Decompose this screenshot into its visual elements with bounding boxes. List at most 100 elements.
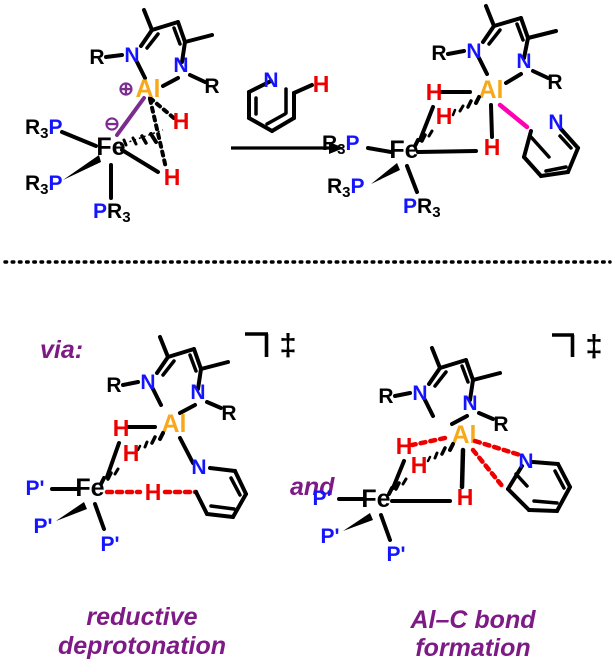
fe-h-bond-ts2-1	[391, 459, 406, 490]
aluminium-label-ts2: Al	[452, 421, 477, 449]
nacnac-n-right-ts2: N	[462, 392, 477, 415]
n-r-bond-right-ts1	[205, 400, 223, 410]
ts1-caption-line2: deprotonation	[58, 632, 226, 660]
reaction-arrow	[231, 142, 344, 154]
nacnac-r-right: R	[204, 75, 219, 98]
n-al-bond-right-ts1	[178, 403, 197, 415]
hydride-label-ts1-1: H	[113, 415, 130, 441]
al-n-partial-bond-ts2	[472, 438, 523, 458]
al-n-bond-ts1	[178, 436, 195, 465]
n-al-bond-left-ts2	[423, 398, 435, 418]
al-h-dotted-bond-1	[148, 96, 177, 121]
fe-p-wedge-ts2-2	[343, 513, 373, 531]
methyl-bond-left	[142, 8, 154, 32]
fe-h-hash-bond-product	[413, 129, 434, 148]
nacnac-ligand-product	[446, 4, 558, 85]
backbone-double-inner-p	[515, 22, 525, 42]
hydride-label-product-1: H	[426, 79, 443, 105]
phosphine-label-ts2-3: P'	[386, 543, 405, 566]
aluminium-label: Al	[136, 75, 161, 103]
nacnac-ligand-ts1	[121, 335, 230, 415]
nacnac-n-left-ts2: N	[412, 382, 427, 405]
nacnac-ligand-ts2	[393, 346, 502, 426]
transferring-hydride-ts1: H	[145, 479, 162, 505]
iron-negative-charge: ⊖	[104, 114, 120, 135]
nacnac-n-right-ts1: N	[190, 381, 205, 404]
phosphine-label-ts1-3: P'	[100, 533, 119, 556]
phosphine-label-ts1-2: P'	[33, 515, 52, 538]
c-n-bond-left-ts2	[427, 366, 442, 386]
n-al-bond-right-p	[504, 72, 523, 85]
nacnac-r-left-product: R	[431, 42, 446, 65]
nacnac-n-left-ts1: N	[140, 371, 155, 394]
nacnac-n-right: N	[173, 54, 188, 77]
methyl-bond-left-ts2	[430, 346, 442, 370]
n-al-bond-left-p	[477, 56, 489, 76]
al-h-dotted-bond-2	[148, 97, 168, 170]
n-r-bond-right	[188, 73, 207, 84]
fe-p-wedge-bond-2	[63, 155, 101, 180]
nacnac-n-right-product: N	[516, 50, 531, 73]
pyridine-ortho-hydrogen: H	[313, 71, 330, 97]
phosphine-label-3: PR3	[93, 200, 131, 226]
phosphine-label-product-2: R3P	[327, 175, 365, 201]
nacnac-r-right-ts1: R	[221, 402, 236, 425]
phosphine-label-product-1: R3P	[322, 132, 360, 158]
pyridyl-nitrogen-product: N	[548, 111, 563, 134]
c-n-bond-right-p	[522, 36, 530, 60]
fe-p-bond-product-3	[405, 164, 419, 194]
c-n-double-inner-ts2	[433, 370, 448, 388]
fe-h-bond-2	[120, 148, 160, 174]
arrow-head	[329, 142, 344, 154]
conjunction-and: and	[290, 473, 335, 501]
iron-label-ts1: Fe	[75, 474, 104, 502]
n-r-bond-left	[104, 53, 124, 59]
pyridine-ring-ts1	[194, 466, 248, 519]
al-h-bond-vertical	[489, 103, 494, 139]
transition-state-reductive-deprotonation: ‡ N N R R Al H	[25, 327, 296, 660]
backbone-double-inner-ts1	[188, 353, 198, 373]
al-h-bond-vertical-ts2	[459, 447, 466, 490]
backbone-bond-c-c-right	[176, 20, 187, 44]
ts2-caption-line1: Al–C bond	[410, 606, 537, 634]
fe-al-bond	[115, 96, 146, 137]
fe-h-bond-ts1	[105, 441, 121, 479]
methyl-bond-right-p	[526, 29, 558, 40]
n-r-bond-right-ts2	[477, 411, 495, 421]
nacnac-r-right-ts2: R	[493, 413, 508, 436]
c-n-double-inner-p	[487, 28, 502, 46]
double-dagger-left: ‡	[279, 327, 296, 362]
n-al-bond-right-ts2	[450, 414, 469, 426]
n-r-bond-left-ts1	[121, 380, 140, 387]
hydride-label-product-2: H	[436, 103, 453, 129]
phosphine-label-product-3: PR3	[403, 195, 441, 221]
aluminium-positive-charge: ⊕	[118, 79, 134, 100]
pyridyl-ring-product	[522, 127, 580, 178]
hydride-label-product-3: H	[484, 134, 501, 160]
aluminium-label-ts1: Al	[162, 410, 187, 438]
fe-h-wedge-hash	[122, 132, 158, 147]
c-n-double-inner-ts1	[161, 359, 176, 377]
al-h-hash-bond-product	[451, 95, 481, 117]
nacnac-r-left-ts1: R	[106, 374, 121, 397]
fe-h-hash-ts1	[99, 467, 120, 486]
reactant-structure: N N R R H H Al ⊕ Fe ⊖ R3P R3P PR3	[25, 8, 220, 226]
n-r-bond-left-ts2	[393, 391, 412, 398]
c-n-bond-left	[139, 28, 154, 48]
hydride-label-ts2-2: H	[411, 452, 428, 478]
c-n-bond-right-ts2	[468, 378, 475, 402]
iron-label: Fe	[96, 133, 125, 161]
ts2-caption-line2: formation	[415, 634, 530, 662]
backbone-bond-c-c-left	[150, 20, 180, 32]
pyridine-nitrogen-ts1: N	[191, 456, 206, 479]
hydride-label-2: H	[164, 164, 181, 190]
double-dagger-right: ‡	[585, 328, 602, 363]
phosphine-label-1: R3P	[25, 116, 63, 142]
phosphine-label-ts2-2: P'	[320, 525, 339, 548]
nacnac-r-right-product: R	[547, 71, 562, 94]
methyl-bond-left-ts1	[158, 335, 170, 359]
c-n-bond-left-p	[481, 24, 496, 44]
methyl-bond-left-p	[484, 4, 496, 28]
